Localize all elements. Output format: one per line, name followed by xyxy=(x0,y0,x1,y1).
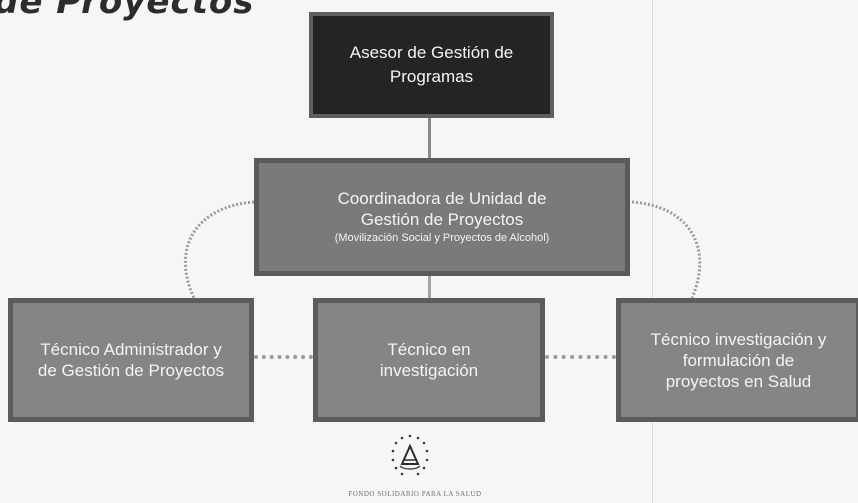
org-box-tecnico-formulacion: Técnico investigación y formulación de p… xyxy=(616,298,858,422)
org-box-coordinadora-line3: (Movilización Social y Proyectos de Alco… xyxy=(334,232,550,244)
connector-middle-to-center xyxy=(428,276,431,298)
org-box-coordinadora-line1: Coordinadora de Unidad de xyxy=(337,189,547,208)
page-heading: de Proyectos xyxy=(0,0,255,22)
org-box-tecnico-formulacion-line1: Técnico investigación y xyxy=(650,329,827,349)
org-box-tecnico-administrador: Técnico Administrador y de Gestión de Pr… xyxy=(8,298,254,422)
page-fold-line xyxy=(652,0,653,503)
org-box-asesor: Asesor de Gestión de Programas xyxy=(309,12,554,118)
org-box-tecnico-administrador-line2: de Gestión de Proyectos xyxy=(37,361,225,380)
org-box-tecnico-investigacion-line2: investigación xyxy=(379,361,479,380)
connector-left-to-center xyxy=(254,355,313,359)
org-box-coordinadora: Coordinadora de Unidad de Gestión de Pro… xyxy=(254,158,630,276)
org-box-tecnico-investigacion-line1: Técnico en xyxy=(387,340,471,359)
org-box-asesor-line2: Programas xyxy=(389,67,474,86)
connector-curve-left xyxy=(183,200,255,299)
org-box-tecnico-formulacion-line2: formulación de xyxy=(682,350,795,370)
connector-curve-right xyxy=(631,200,702,299)
org-box-tecnico-formulacion-line3: proyectos en Salud xyxy=(665,371,812,391)
coat-of-arms-icon xyxy=(391,434,429,476)
org-box-asesor-line1: Asesor de Gestión de xyxy=(349,43,514,62)
connector-center-to-right xyxy=(545,355,616,359)
footer-institution-name: FONDO SOLIDARIO PARA LA SALUD xyxy=(348,490,482,498)
connector-top-to-middle xyxy=(428,118,431,158)
org-box-tecnico-investigacion: Técnico en investigación xyxy=(313,298,545,422)
org-box-coordinadora-line2: Gestión de Proyectos xyxy=(360,210,524,229)
org-box-tecnico-administrador-line1: Técnico Administrador y xyxy=(40,340,222,359)
